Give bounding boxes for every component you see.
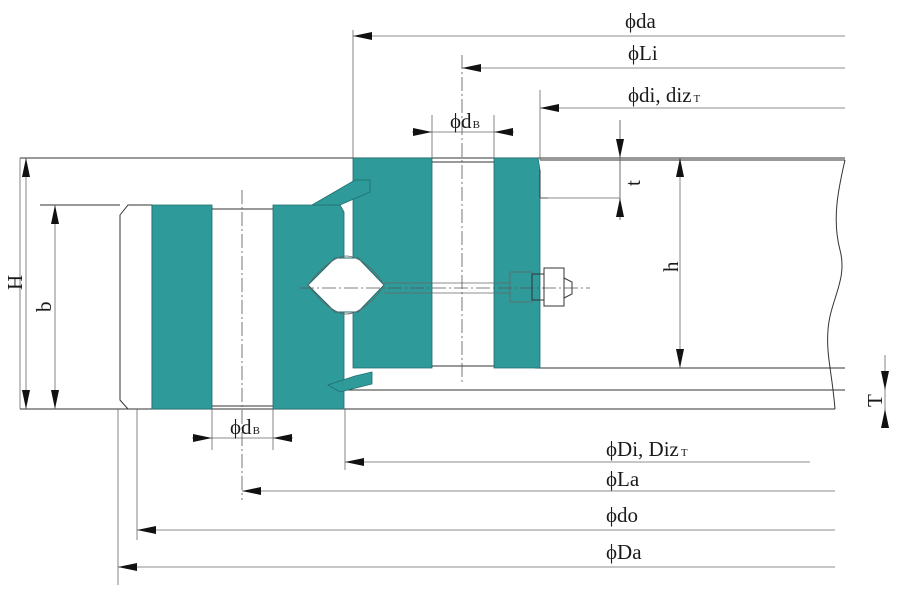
top-seal xyxy=(310,179,371,206)
outer-ring-segment xyxy=(151,204,213,410)
label-h: h xyxy=(659,261,683,272)
outer-ring-left xyxy=(119,204,345,410)
vertical-dimension-lines xyxy=(22,120,889,428)
grease-plug xyxy=(384,267,573,307)
label-li: ϕLi xyxy=(628,41,658,65)
label-H: H xyxy=(3,275,27,290)
label-db-top: ϕdB xyxy=(450,109,480,133)
centerlines xyxy=(241,55,463,500)
inner-ring-segment-2 xyxy=(493,157,541,369)
label-Di-main: ϕDi, Diz xyxy=(606,437,679,461)
label-Di-sub: T xyxy=(681,447,688,459)
label-di-main: ϕdi, diz xyxy=(628,83,692,107)
label-db-bottom-sub: B xyxy=(253,425,260,437)
label-db-bottom: ϕdB xyxy=(230,415,260,439)
label-db-top-sub: B xyxy=(473,119,480,131)
top-dimension-lines xyxy=(353,32,845,136)
bottom-dimension-lines xyxy=(118,434,835,571)
seals xyxy=(310,179,373,393)
label-db-bottom-main: ϕd xyxy=(230,415,252,439)
extension-lines xyxy=(19,30,621,585)
label-T: T xyxy=(863,394,887,407)
label-do: ϕdo xyxy=(606,503,638,527)
label-da: ϕda xyxy=(625,9,657,33)
label-t: t xyxy=(621,180,645,186)
label-db-top-main: ϕd xyxy=(450,109,472,133)
label-La: ϕLa xyxy=(606,467,640,491)
label-di-sub: T xyxy=(694,93,701,105)
label-Da: ϕDa xyxy=(606,540,642,564)
label-b: b xyxy=(32,302,56,313)
outline-lines xyxy=(20,157,846,410)
inner-ring xyxy=(352,157,548,369)
bottom-seal xyxy=(327,371,373,393)
ball-raceway xyxy=(300,255,590,315)
